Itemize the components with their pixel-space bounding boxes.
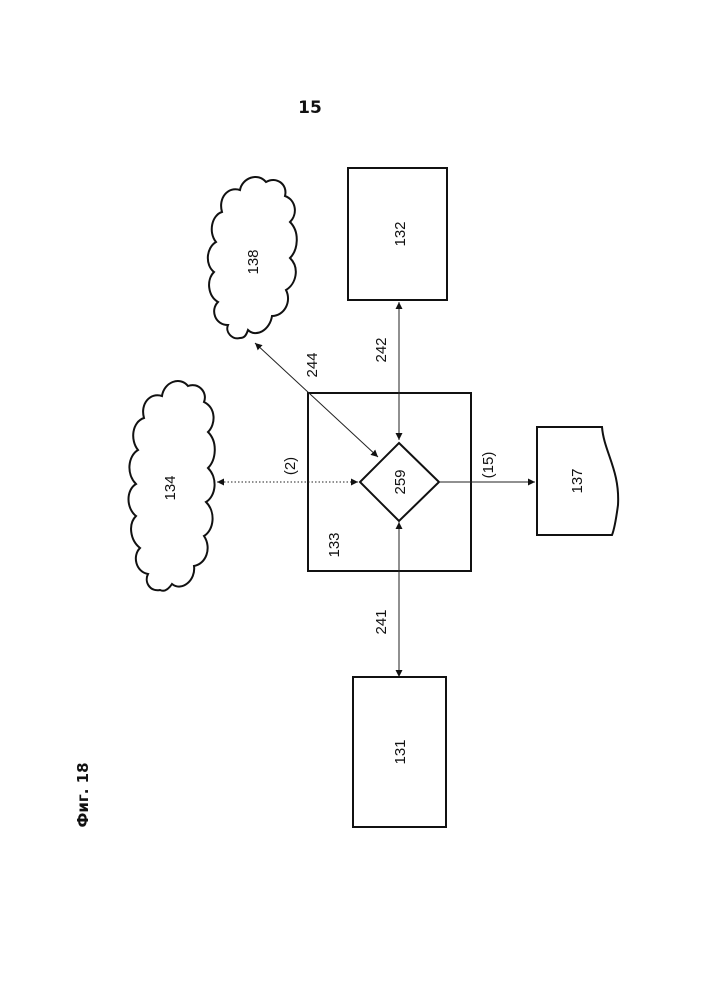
node-137-label: 137 — [569, 468, 586, 493]
edge-2-label: (2) — [282, 457, 299, 475]
edge-244-label: 244 — [304, 352, 321, 377]
edge-15-label: (15) — [480, 452, 497, 479]
node-138-label: 138 — [245, 249, 262, 274]
node-132-label: 132 — [392, 221, 409, 246]
node-138: 138 — [208, 177, 297, 338]
figure-caption: Фиг. 18 — [74, 762, 92, 827]
node-131-label: 131 — [392, 739, 409, 764]
node-131: 131 — [353, 677, 446, 827]
node-259-label: 259 — [392, 469, 409, 494]
node-137: 137 — [537, 427, 618, 535]
edge-242-label: 242 — [373, 337, 390, 362]
edge-241-label: 241 — [373, 609, 390, 634]
node-132: 132 — [348, 168, 447, 300]
node-134-label: 134 — [162, 475, 179, 500]
node-133-label: 133 — [326, 532, 343, 557]
node-134: 134 — [129, 381, 215, 591]
page-number: 15 — [298, 98, 322, 118]
